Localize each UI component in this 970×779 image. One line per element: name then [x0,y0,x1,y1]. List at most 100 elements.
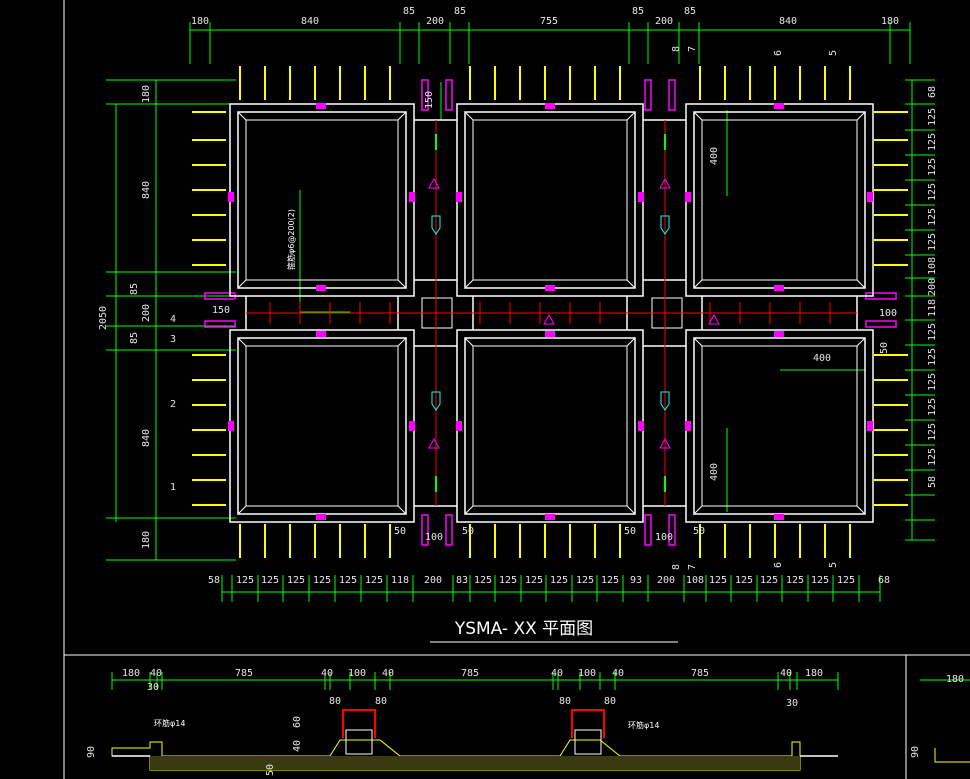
bottom-dim: 200 [424,575,442,586]
hook-mark [421,79,429,111]
right-dim: 125 [927,158,938,176]
top-section-7: 7 [687,46,698,52]
mark-h [545,331,555,337]
mark-h [316,514,326,520]
pit-floor [701,119,858,281]
right-dim: 125 [927,448,938,466]
top-dim-4: 200 [426,16,444,27]
mark-h [774,103,784,109]
mark-h [545,514,555,520]
pit-corner [464,505,474,515]
triangle-mark [428,437,440,449]
mark-h [774,331,784,337]
pit-corner [237,337,247,347]
section-rebar-left [342,709,376,738]
bottom-section-6: 6 [773,562,784,568]
pit-corner [237,111,247,121]
left-section-3: 3 [170,334,176,345]
section-note-left: 环筋φ14 [154,718,185,728]
bottom-dim: 125 [576,575,594,586]
pit-outer [685,103,874,297]
mark-v [409,192,415,202]
left-section-2: 2 [170,399,176,410]
bottom-dim: 93 [630,575,642,586]
pit-corner [693,111,703,121]
top-dim-10: 840 [779,16,797,27]
drain-arrow [431,391,441,411]
left-total-dim: 2050 [98,306,109,330]
pit-2 [456,103,644,297]
inner-dim-50-e: 50 [879,342,890,354]
section-sub-dim: 80 [559,696,571,707]
section-dim-180-right: 180 [946,674,964,685]
section-dim: 100 [578,668,596,679]
top-section-labels: 8 7 6 5 [671,46,839,56]
pit-corner [464,111,474,121]
pit-corner [856,111,866,121]
top-dim-5: 85 [454,6,466,17]
bottom-dim: 125 [365,575,383,586]
bottom-dim: 125 [837,575,855,586]
bottom-dim: 118 [391,575,409,586]
section-sub-dim: 80 [604,696,616,707]
bottom-dim: 125 [525,575,543,586]
pit-corner [397,505,407,515]
pit-inner [464,337,636,515]
mark-v [685,192,691,202]
pit-corner [237,279,247,289]
pit-corner [397,279,407,289]
top-dim-2: 840 [301,16,319,27]
section-view [111,672,970,771]
section-sub-dim: 30 [147,682,159,693]
bottom-dim: 125 [313,575,331,586]
left-dim-4: 200 [141,304,152,322]
top-dim-8: 200 [655,16,673,27]
pit-4 [229,329,415,523]
section-sub-dim: 30 [786,698,798,709]
triangle-mark [543,313,555,325]
right-dim: 125 [927,398,938,416]
triangle-mark [708,313,720,325]
drawing-title: YSMA- XX 平面图 [454,619,593,639]
right-dim: 125 [927,183,938,201]
section-sub-dim: 80 [375,696,387,707]
section-dim: 785 [235,668,253,679]
rebar-note: 箍筋φ6@200(2) [286,209,296,270]
bottom-section-8: 8 [671,564,682,570]
mark-v [638,192,644,202]
hook-mark [668,79,676,111]
hook-mark [668,514,676,546]
triangle-mark [428,177,440,189]
drain-arrow [660,215,670,235]
section-fill [150,756,800,770]
right-dim: 125 [927,233,938,251]
pit-floor [701,345,858,507]
top-dim-6: 755 [540,16,558,27]
section-right-piece [934,748,970,763]
inner-dim-400-bottom: 400 [709,463,720,481]
section-dim: 785 [691,668,709,679]
hook-mark [445,514,453,546]
pit-corner [626,279,636,289]
left-dim-5: 85 [129,332,140,344]
pit-corner [237,505,247,515]
pit-corner [626,111,636,121]
top-dim-11: 180 [881,16,899,27]
section-dim: 40 [382,668,394,679]
bottom-dim: 125 [786,575,804,586]
section-dim: 40 [780,668,792,679]
inner-dim-100-right: 100 [879,308,897,319]
left-dimension-texts: 180 840 85 200 85 840 180 2050 [98,85,152,549]
inner-dim-50-c: 50 [624,526,636,537]
pit-corner [464,337,474,347]
mark-v [228,421,234,431]
left-section-1: 1 [170,482,176,493]
top-section-8: 8 [671,46,682,52]
bottom-section-labels: 8 7 6 5 [671,562,839,570]
green-slot [435,134,437,150]
mark-v [228,192,234,202]
bottom-dim: 125 [499,575,517,586]
right-dim: 125 [927,373,938,391]
section-dim: 40 [551,668,563,679]
